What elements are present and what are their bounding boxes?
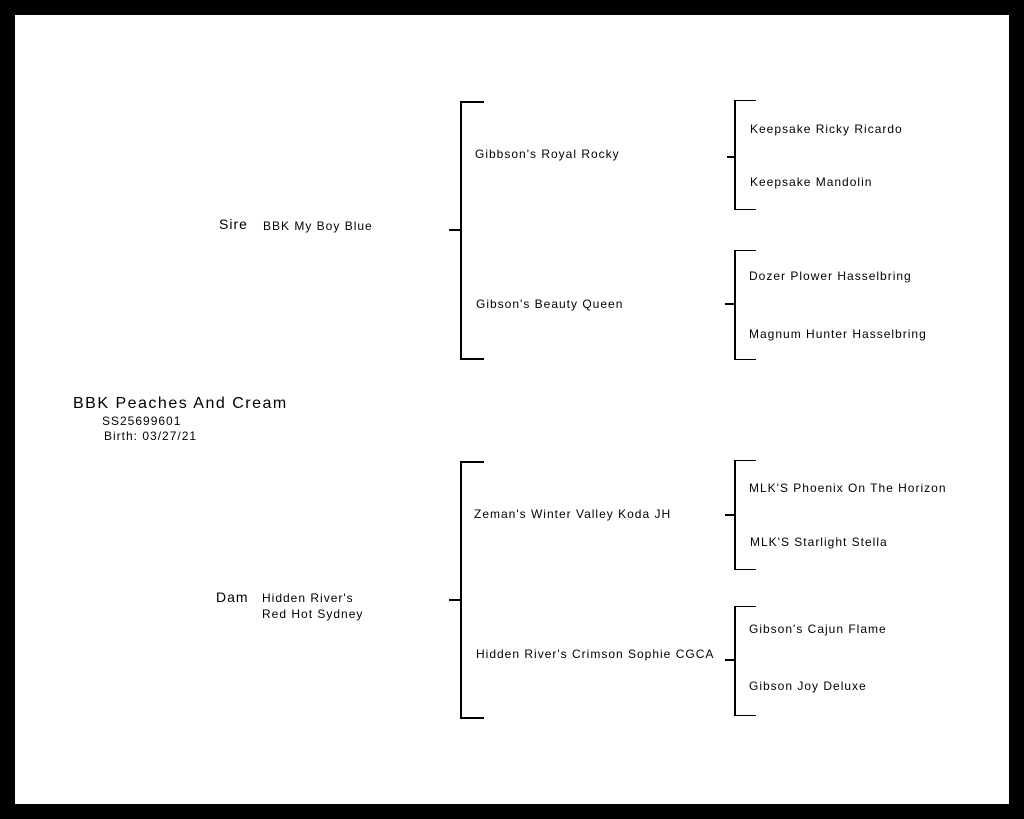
great-grandparent-4: Magnum Hunter Hasselbring xyxy=(749,327,927,341)
bracket-stub xyxy=(725,303,735,305)
bracket-stub xyxy=(449,229,461,231)
subject-birth: Birth: 03/27/21 xyxy=(104,429,198,443)
pedigree-sheet xyxy=(15,15,1009,804)
bracket-tick xyxy=(460,717,484,719)
bracket-tick xyxy=(734,209,756,210)
great-grandparent-5: MLK'S Phoenix On The Horizon xyxy=(749,481,947,495)
subject-registration: SS25699601 xyxy=(102,414,182,428)
bracket-stub xyxy=(725,514,735,516)
bracket-tick xyxy=(460,101,484,103)
bracket-stub xyxy=(449,599,461,601)
grandparent-4: Hidden River's Crimson Sophie CGCA xyxy=(476,647,715,661)
grandparent-1: Gibbson's Royal Rocky xyxy=(475,147,620,161)
sire-name: BBK My Boy Blue xyxy=(263,219,373,233)
bracket-tick xyxy=(734,100,756,101)
bracket-sire xyxy=(460,102,462,359)
bracket-gen3 xyxy=(734,101,736,210)
bracket-gen3 xyxy=(734,461,736,570)
bracket-gen3 xyxy=(734,251,736,360)
bracket-dam xyxy=(460,462,462,719)
great-grandparent-2: Keepsake Mandolin xyxy=(750,175,873,189)
bracket-tick xyxy=(734,460,756,461)
dam-name-line1: Hidden River's xyxy=(262,591,354,605)
bracket-tick xyxy=(734,359,756,360)
bracket-gen3 xyxy=(734,607,736,716)
great-grandparent-8: Gibson Joy Deluxe xyxy=(749,679,867,693)
bracket-tick xyxy=(734,569,756,570)
great-grandparent-1: Keepsake Ricky Ricardo xyxy=(750,122,903,136)
bracket-tick xyxy=(460,358,484,360)
grandparent-2: Gibson's Beauty Queen xyxy=(476,297,624,311)
great-grandparent-7: Gibson's Cajun Flame xyxy=(749,622,887,636)
subject-name: BBK Peaches And Cream xyxy=(73,395,288,412)
bracket-tick xyxy=(734,715,756,716)
great-grandparent-3: Dozer Plower Hasselbring xyxy=(749,269,912,283)
bracket-tick xyxy=(734,250,756,251)
bracket-tick xyxy=(734,606,756,607)
bracket-stub xyxy=(727,156,735,158)
bracket-stub xyxy=(725,659,735,661)
sire-label: Sire xyxy=(219,216,248,232)
great-grandparent-6: MLK'S Starlight Stella xyxy=(750,535,888,549)
dam-label: Dam xyxy=(216,589,249,605)
grandparent-3: Zeman's Winter Valley Koda JH xyxy=(474,507,672,521)
bracket-tick xyxy=(460,461,484,463)
dam-name-line2: Red Hot Sydney xyxy=(262,607,364,621)
